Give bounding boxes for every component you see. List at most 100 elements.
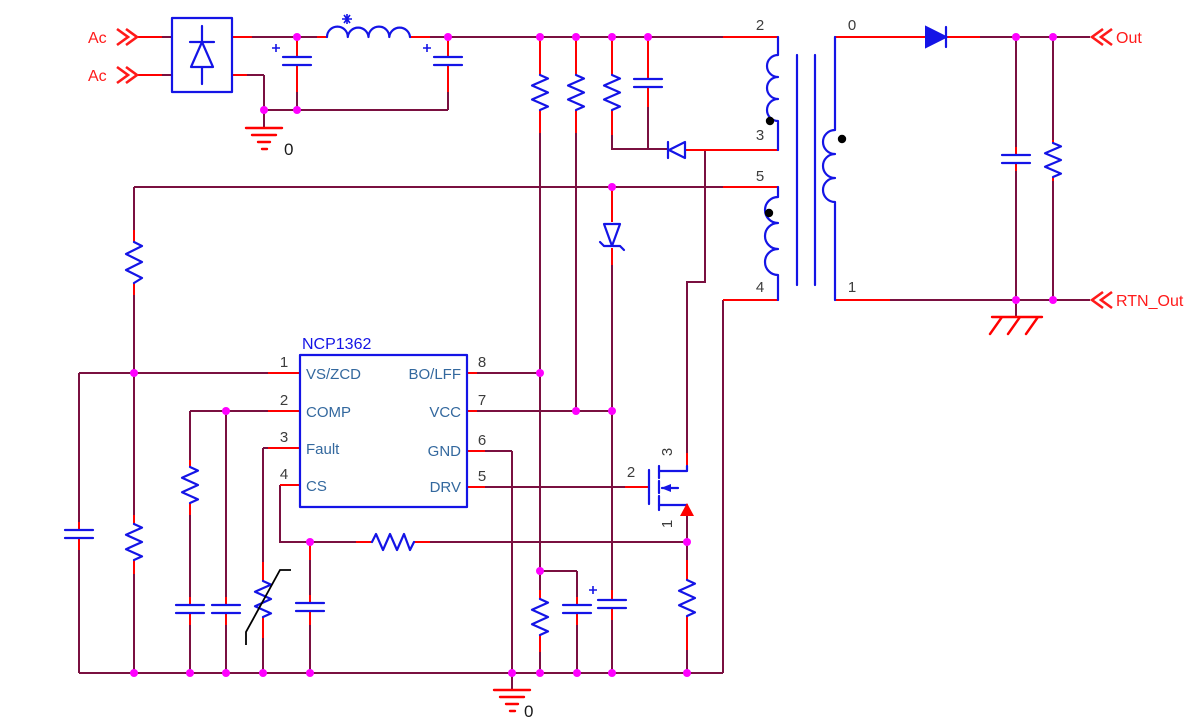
ic-body — [298, 353, 469, 509]
mosfet[interactable]: 2 3 1 — [627, 448, 694, 528]
chassis-ground-symbol[interactable] — [988, 315, 1044, 336]
wire-net — [78, 36, 1090, 690]
resistor-output-load[interactable] — [1043, 141, 1063, 179]
port-ac-top-label: Ac — [88, 30, 107, 47]
resistor-vs-lower[interactable] — [124, 522, 144, 562]
mosfet-gate-number: 2 — [627, 464, 635, 481]
transformer[interactable]: 2 3 5 4 0 1 — [756, 17, 856, 302]
pin-name-vcc: VCC — [429, 404, 461, 421]
ic-ncp1362[interactable]: NCP1362 VS/ZCD COMP Fault CS BO/LFF VCC … — [280, 336, 486, 509]
secondary-top-pin-number: 0 — [848, 17, 856, 34]
mosfet-body-arrow-icon — [661, 484, 671, 492]
ground-signal[interactable]: 0 — [492, 688, 533, 721]
ground-icon — [244, 126, 284, 151]
chevron-left-icon — [1089, 27, 1113, 47]
pin-name-bolff: BO/LFF — [408, 366, 461, 383]
plus-icon — [272, 44, 280, 52]
pin-number-5: 5 — [478, 468, 486, 485]
capacitor-plates — [281, 55, 313, 67]
capacitor-clamp[interactable] — [632, 77, 664, 89]
pin-number-7: 7 — [478, 392, 486, 409]
port-ac-bottom[interactable]: Ac — [88, 65, 140, 85]
port-out-label: Out — [1116, 30, 1142, 47]
mosfet-source-number: 1 — [659, 520, 676, 528]
pin-name-drv: DRV — [430, 479, 461, 496]
resistor-current-sense[interactable] — [677, 578, 697, 618]
chassis-ground-icon — [988, 315, 1044, 336]
resistor-vs-upper[interactable] — [124, 240, 144, 285]
chevron-right-icon — [116, 27, 140, 47]
pin-number-6: 6 — [478, 432, 486, 449]
plus-icon — [589, 586, 597, 594]
pin-number-8: 8 — [478, 354, 486, 371]
capacitor-vcc[interactable] — [589, 586, 628, 610]
ground-input[interactable]: 0 — [244, 126, 293, 159]
resistor-cs-filter[interactable] — [370, 532, 416, 552]
junction-dots — [130, 33, 1057, 677]
diode-triangle — [925, 25, 949, 49]
secondary-winding — [821, 35, 837, 302]
bridge-body — [170, 16, 234, 94]
capacitor-comp-parallel[interactable] — [210, 603, 242, 615]
transformer-core — [795, 53, 817, 287]
pin-number-2: 2 — [280, 392, 288, 409]
port-ac-bottom-label: Ac — [88, 68, 107, 85]
inductor-coil — [325, 25, 412, 39]
pin-number-4: 4 — [280, 466, 288, 483]
secondary-phase-dot — [837, 134, 847, 144]
primary-phase-dot — [765, 116, 775, 126]
capacitor-cs-filter[interactable] — [294, 601, 326, 613]
resistor-brownout-lower[interactable] — [530, 597, 550, 637]
capacitor-output[interactable] — [1000, 153, 1032, 165]
aux-winding — [763, 185, 780, 302]
capacitor-brownout-filter[interactable] — [561, 603, 593, 615]
capacitor-vs[interactable] — [63, 528, 95, 540]
port-out[interactable]: Out — [1089, 27, 1142, 47]
aux-phase-dot — [764, 208, 774, 218]
chevron-right-icon — [116, 65, 140, 85]
bulk-capacitor-2[interactable] — [423, 44, 464, 67]
bulk-capacitor-1[interactable] — [272, 44, 313, 67]
ic-title: NCP1362 — [302, 336, 371, 353]
capacitor-comp-series[interactable] — [174, 603, 206, 615]
thermistor-fault[interactable] — [245, 569, 291, 645]
capacitor-plates — [596, 598, 628, 610]
ground-icon — [492, 688, 532, 713]
mosfet-drain-lead — [657, 464, 689, 473]
aux-top-pin-number: 5 — [756, 168, 764, 185]
bridge-rectifier[interactable] — [170, 16, 234, 94]
pin-name-comp: COMP — [306, 404, 351, 421]
ground-input-label: 0 — [284, 140, 293, 159]
pin-number-3: 3 — [280, 429, 288, 446]
resistor-brownout-upper[interactable] — [530, 73, 550, 112]
pin-stubs — [78, 36, 1054, 652]
resistor-clamp[interactable] — [602, 73, 622, 112]
pin-number-1: 1 — [280, 354, 288, 371]
input-filter-inductor[interactable] — [325, 14, 412, 39]
port-rtn-out-label: RTN_Out — [1116, 293, 1184, 310]
secondary-bottom-pin-number: 1 — [848, 279, 856, 296]
plus-icon — [423, 44, 431, 52]
capacitor-plates — [432, 55, 464, 67]
port-rtn-out[interactable]: RTN_Out — [1089, 290, 1184, 310]
diode-clamp[interactable] — [666, 140, 687, 160]
chevron-left-icon — [1089, 290, 1113, 310]
thermistor-slash — [245, 569, 291, 645]
pin-name-gnd: GND — [428, 443, 462, 460]
diode-vcc-rectifier[interactable] — [598, 222, 626, 252]
pin-name-cs: CS — [306, 478, 327, 495]
port-ac-top[interactable]: Ac — [88, 27, 140, 47]
output-diode[interactable] — [925, 25, 949, 49]
source-arrow-icon — [680, 503, 694, 516]
resistor-startup[interactable] — [566, 73, 586, 112]
ground-signal-label: 0 — [524, 702, 533, 721]
polarity-mark-icon — [342, 14, 352, 24]
resistor-comp[interactable] — [180, 465, 200, 505]
bridge-diode-icon — [188, 24, 216, 86]
primary-top-pin-number: 2 — [756, 17, 764, 34]
mosfet-drain-number: 3 — [659, 448, 676, 456]
primary-bottom-pin-number: 3 — [756, 127, 764, 144]
